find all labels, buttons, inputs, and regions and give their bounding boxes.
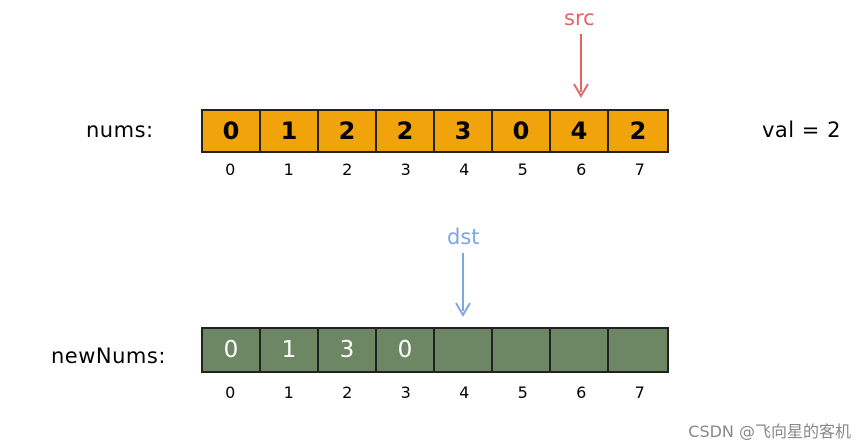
dst-pointer-label: dst	[447, 225, 480, 249]
nums-index: 7	[634, 160, 645, 179]
newnums-index: 3	[400, 383, 411, 402]
newnums-index: 0	[225, 383, 236, 402]
nums-cell: 0	[203, 111, 261, 151]
nums-index: 5	[517, 160, 528, 179]
src-pointer-label: src	[564, 6, 595, 30]
newnums-cell	[493, 329, 551, 371]
nums-cell: 3	[435, 111, 493, 151]
newnums-cell: 0	[203, 329, 261, 371]
nums-cell: 2	[629, 117, 647, 145]
newnums-cell	[435, 329, 493, 371]
nums-array: 0 1 2 2 3 0 4 2	[201, 109, 669, 153]
dst-pointer-arrow	[455, 253, 471, 317]
newnums-cell: 3	[319, 329, 377, 371]
nums-index: 3	[400, 160, 411, 179]
nums-cell: 0	[493, 111, 551, 151]
nums-index-row: 0 1 2 3 4 5 6 7	[201, 160, 669, 179]
nums-index: 2	[342, 160, 353, 179]
val-label: val = 2	[762, 118, 841, 142]
nums-cell: 4	[551, 111, 609, 151]
watermark: CSDN @飞向星的客机	[688, 422, 851, 441]
newnums-index: 6	[576, 383, 587, 402]
nums-index: 1	[283, 160, 294, 179]
nums-cell: 2	[377, 111, 435, 151]
nums-cell: 1	[261, 111, 319, 151]
newnums-cell: 0	[377, 329, 435, 371]
newnums-index: 5	[517, 383, 528, 402]
nums-index: 0	[225, 160, 236, 179]
newnums-cell	[609, 329, 667, 371]
nums-index: 6	[576, 160, 587, 179]
newnums-array: 0 1 3 0	[201, 327, 669, 373]
newnums-cell	[551, 329, 609, 371]
nums-cell: 2	[319, 111, 377, 151]
newnums-index: 7	[634, 383, 645, 402]
newnums-index: 1	[283, 383, 294, 402]
newnums-label: newNums:	[51, 344, 166, 368]
newnums-cell: 1	[261, 329, 319, 371]
src-pointer-arrow	[573, 34, 589, 98]
newnums-index-row: 0 1 2 3 4 5 6 7	[201, 383, 669, 402]
nums-label: nums:	[86, 118, 154, 142]
newnums-index: 4	[459, 383, 470, 402]
newnums-index: 2	[342, 383, 353, 402]
nums-index: 4	[459, 160, 470, 179]
